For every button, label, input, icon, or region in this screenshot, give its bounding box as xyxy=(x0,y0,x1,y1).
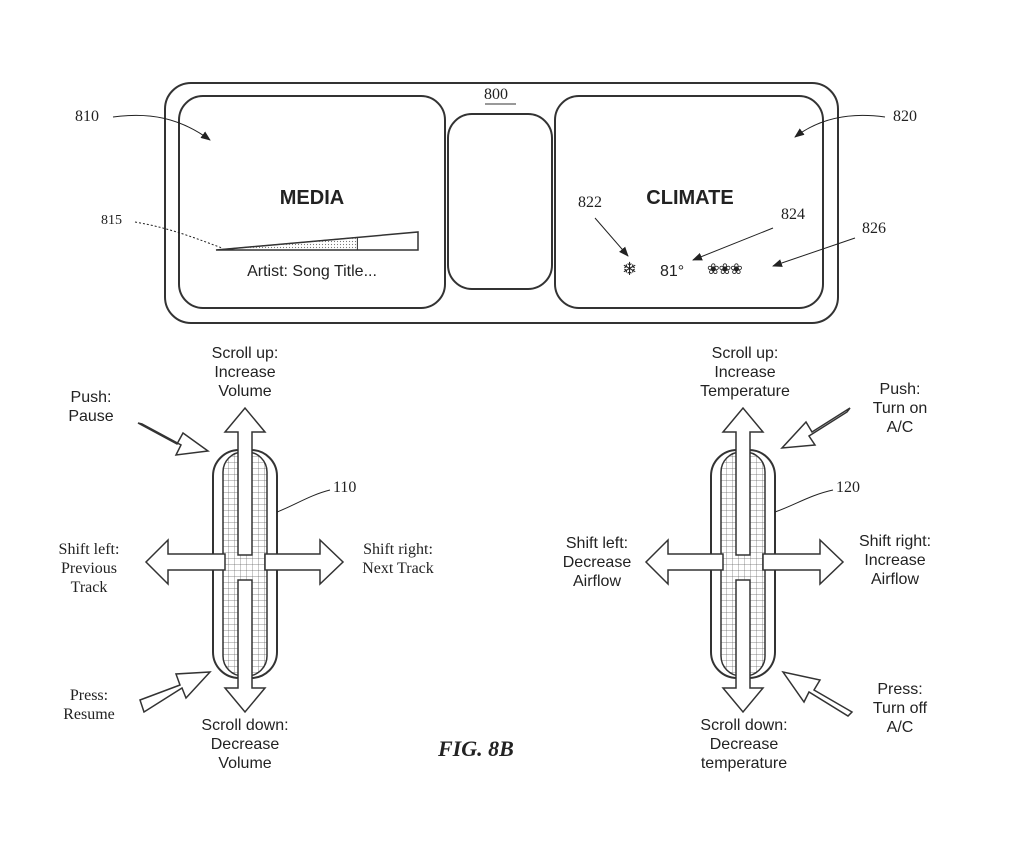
leader-822 xyxy=(594,217,629,257)
left-scroll-down-arrow[interactable] xyxy=(223,579,267,714)
right-shift-right-arrow[interactable] xyxy=(762,538,845,586)
ref-815: 815 xyxy=(101,213,122,228)
ref-110: 110 xyxy=(333,479,357,496)
right-shift-left-arrow[interactable] xyxy=(644,538,724,586)
ref-120: 120 xyxy=(836,479,860,496)
left-shift-right-arrow[interactable] xyxy=(264,538,345,586)
leader-110 xyxy=(276,489,331,513)
media-panel[interactable] xyxy=(178,95,446,309)
figure-caption: FIG. 8B xyxy=(438,736,514,761)
right-scroll-wheel[interactable] xyxy=(644,406,854,717)
left-press-label: Press:Resume xyxy=(63,687,115,723)
left-push-label: Push:Pause xyxy=(68,389,114,425)
leader-824 xyxy=(692,227,774,261)
media-progress-bar[interactable] xyxy=(215,231,419,251)
left-shift-right-label: Shift right:Next Track xyxy=(362,541,434,577)
climate-title: CLIMATE xyxy=(646,187,734,209)
ref-820: 820 xyxy=(893,108,917,125)
left-press-arrow[interactable] xyxy=(139,671,212,714)
right-press-arrow[interactable] xyxy=(781,670,854,717)
media-track-text: Artist: Song Title... xyxy=(247,263,377,280)
leader-810 xyxy=(112,114,211,141)
left-shift-left-arrow[interactable] xyxy=(144,538,226,586)
ref-800: 800 xyxy=(484,86,508,103)
right-push-arrow[interactable] xyxy=(780,407,851,449)
ref-826: 826 xyxy=(862,220,886,237)
media-progress-fill xyxy=(215,236,358,251)
ref-824: 824 xyxy=(781,206,805,223)
ref-810: 810 xyxy=(75,108,99,125)
left-scroll-wheel[interactable] xyxy=(137,406,345,714)
temperature-value: 81° xyxy=(660,263,685,280)
left-scroll-up-arrow[interactable] xyxy=(223,406,267,556)
leader-820 xyxy=(794,114,886,138)
center-panel[interactable] xyxy=(447,113,553,290)
fan-icon[interactable]: ❀❀❀ xyxy=(707,261,743,278)
right-scroll-up-arrow[interactable] xyxy=(721,406,765,556)
left-push-arrow[interactable] xyxy=(137,422,210,456)
leader-120 xyxy=(774,489,834,513)
leader-826 xyxy=(772,237,856,267)
media-title: MEDIA xyxy=(279,187,345,209)
right-scroll-down-arrow[interactable] xyxy=(721,579,765,714)
ref-822: 822 xyxy=(578,194,602,211)
snowflake-icon[interactable]: ❄ xyxy=(622,259,638,279)
